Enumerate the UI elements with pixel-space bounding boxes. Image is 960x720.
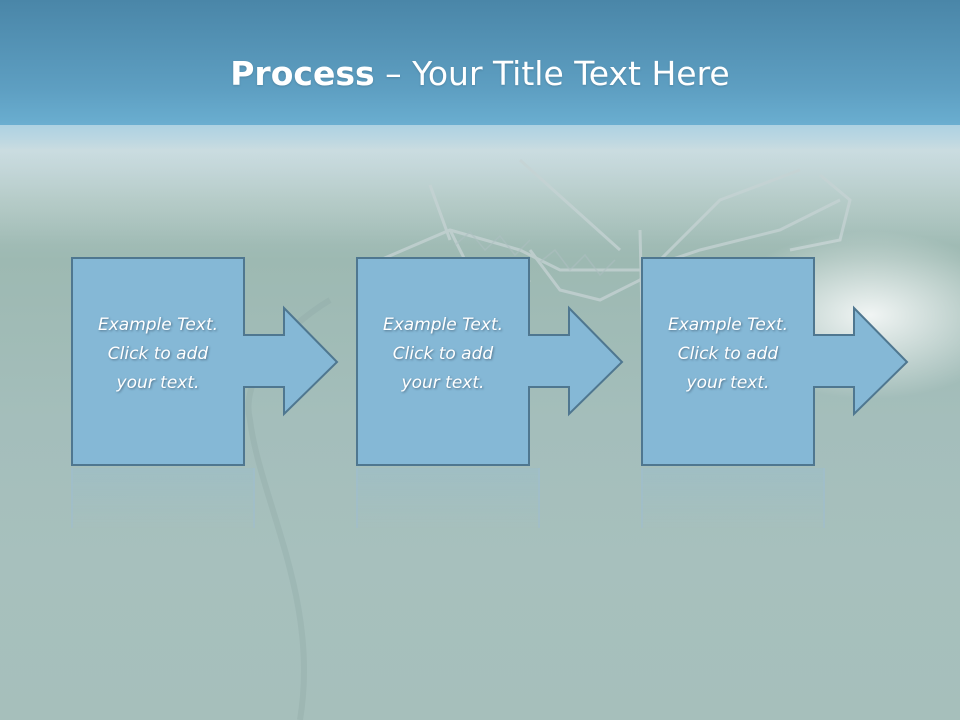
step-2-reflection: [356, 468, 540, 528]
process-step-1[interactable]: Example Text. Click to add your text.: [71, 257, 341, 467]
slide-title[interactable]: Process – Your Title Text Here: [0, 52, 960, 96]
step-1-reflection: [71, 468, 255, 528]
process-step-3[interactable]: Example Text. Click to add your text.: [641, 257, 911, 467]
title-bold: Process: [230, 54, 375, 93]
arrow-box-shape: [356, 257, 624, 466]
arrow-box-shape: [641, 257, 909, 466]
arrow-box-shape: [71, 257, 339, 466]
process-step-2[interactable]: Example Text. Click to add your text.: [356, 257, 626, 467]
step-3-reflection: [641, 468, 825, 528]
step-1-text[interactable]: Example Text. Click to add your text.: [97, 315, 219, 393]
step-2-text[interactable]: Example Text. Click to add your text.: [382, 315, 504, 393]
title-rest: – Your Title Text Here: [374, 54, 730, 93]
horizon-haze: [0, 125, 960, 245]
step-3-text[interactable]: Example Text. Click to add your text.: [667, 315, 789, 393]
